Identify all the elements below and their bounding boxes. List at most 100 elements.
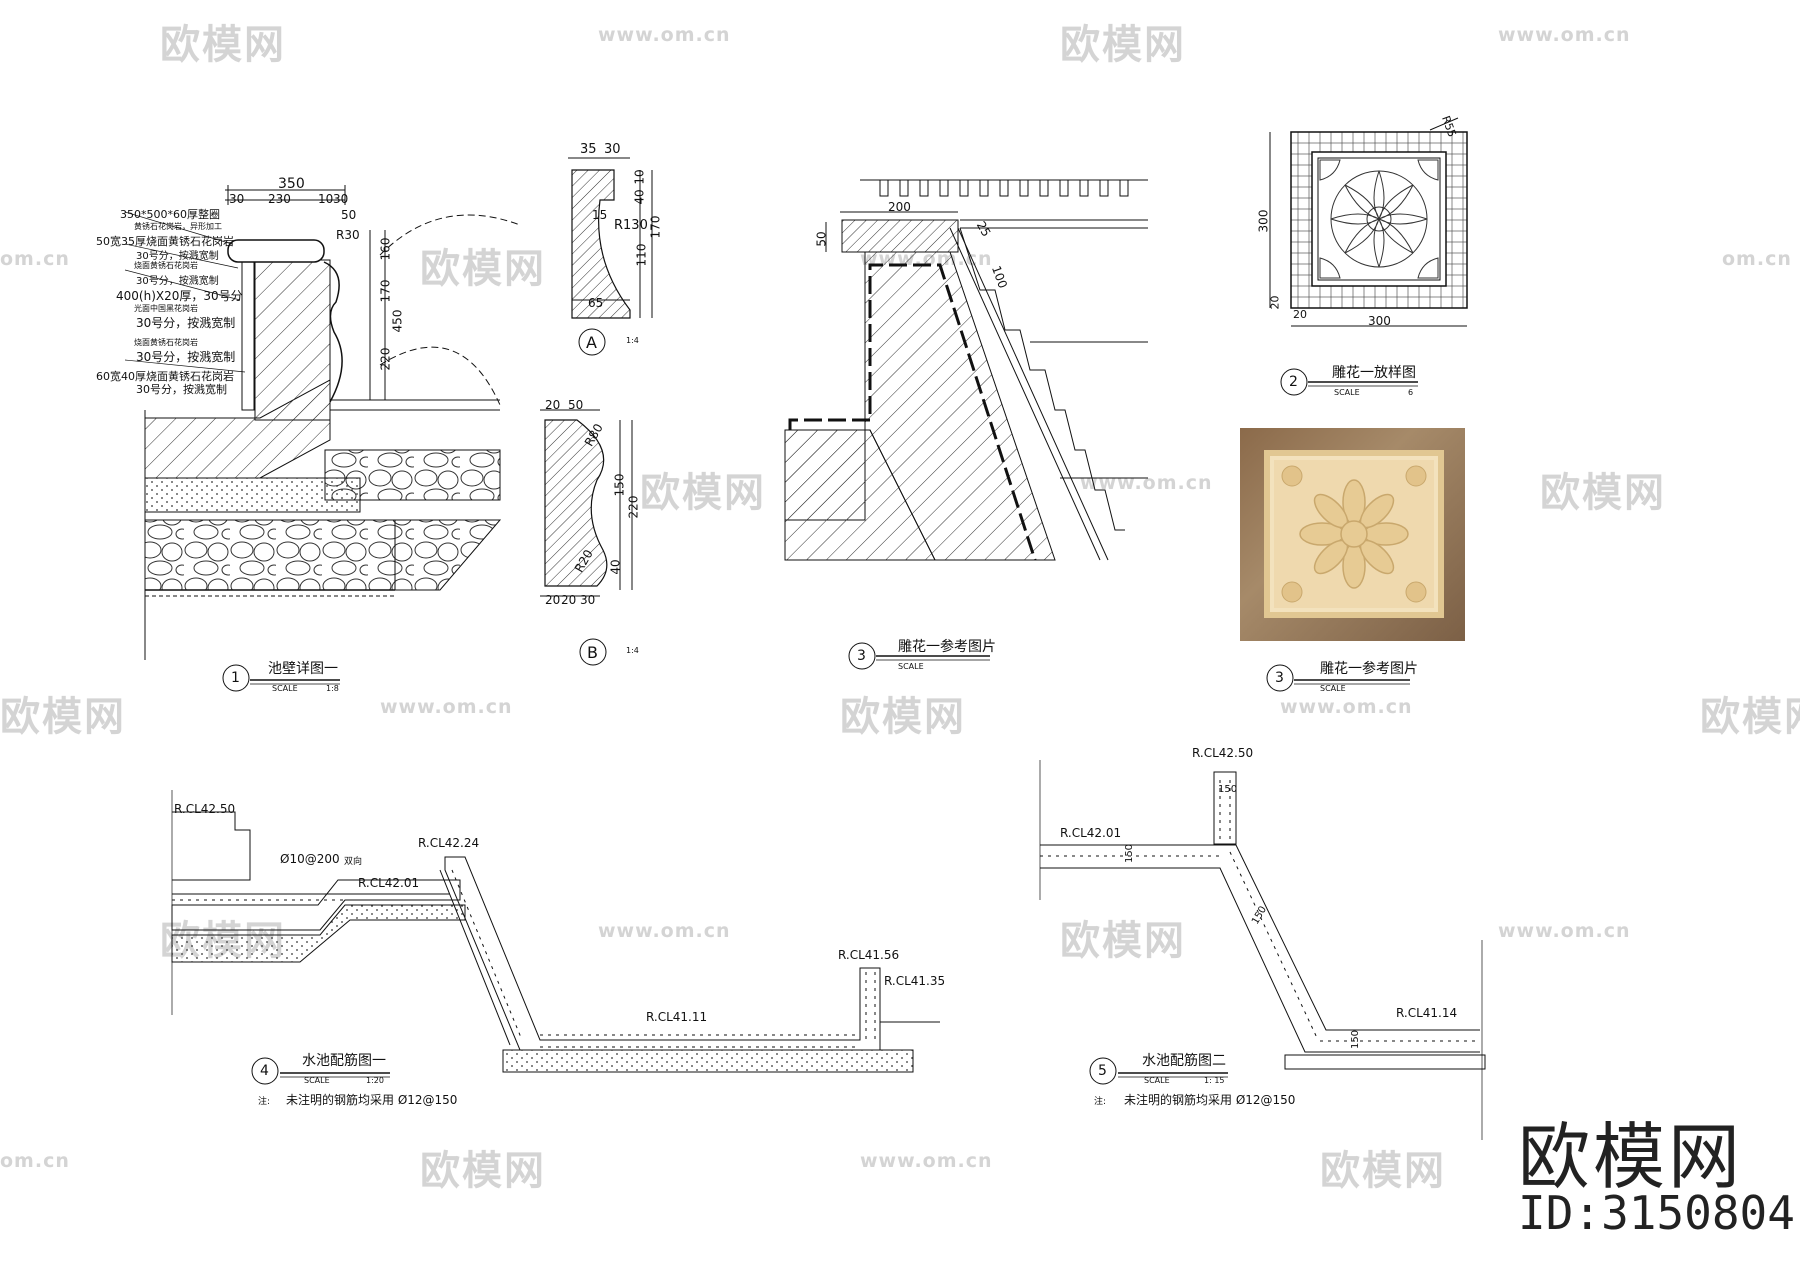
detail-4-level: R.CL42.50 (174, 802, 236, 816)
detail-a-scale: 1:4 (626, 336, 639, 345)
watermark-brand: 欧模网 (1060, 22, 1186, 68)
brand-logo-text: 欧模网 (1518, 1115, 1744, 1199)
detail-4-rebar: Ø10@200 (280, 852, 340, 866)
detail-3a-title: 雕花一参考图片 (898, 639, 996, 655)
detail-1-dim: 170 (378, 279, 393, 303)
carving-tile (1264, 450, 1444, 618)
detail-3a-dim: 50 (814, 231, 829, 247)
detail-4-scale-value: 1:20 (366, 1076, 384, 1085)
detail-1-note: 30号分，按溅宽制 (136, 251, 219, 262)
detail-1-drawing (124, 185, 521, 692)
detail-3a-scale-label: SCALE (898, 662, 924, 671)
detail-1-dim: 30 (333, 192, 349, 206)
watermark-url: www.om.cn (1280, 696, 1413, 718)
watermark-url: om.cn (0, 1150, 70, 1172)
detail-5-title: 水池配筋图二 (1142, 1053, 1226, 1069)
detail-3b-title: 雕花一参考图片 (1320, 661, 1418, 677)
detail-2-title: 雕花一放样图 (1332, 365, 1416, 381)
watermark-brand: 欧模网 (160, 22, 286, 68)
detail-4-title: 水池配筋图一 (302, 1053, 386, 1069)
detail-1-scale-value: 1:8 (326, 684, 339, 693)
detail-5-drawing (1039, 760, 1486, 1140)
detail-1-dim: R30 (336, 228, 360, 242)
detail-5-level: R.CL41.14 (1396, 1006, 1458, 1020)
detail-5-level: R.CL42.01 (1060, 826, 1122, 840)
detail-2-scale-value: 6 (1408, 388, 1414, 397)
detail-2-number: 2 (1289, 374, 1298, 390)
detail-b-dim: 30 (580, 593, 596, 607)
watermark-url: www.om.cn (380, 696, 513, 718)
detail-1-note: 30号分，按溅宽制 (136, 316, 236, 330)
watermark-brand: 欧模网 (1060, 918, 1186, 964)
detail-a-dim: 10 (632, 169, 647, 185)
detail-1-note: 黄锈石花岗岩，异形加工 (134, 222, 222, 231)
detail-5-scale-label: SCALE (1144, 1076, 1170, 1085)
detail-2-dim: 300 (1256, 209, 1271, 233)
detail-1-note: 30号分，按溅宽制 (136, 350, 236, 364)
detail-5-number: 5 (1098, 1063, 1107, 1079)
detail-3a-dim: 200 (888, 200, 911, 214)
detail-1-dim: 350 (278, 176, 305, 192)
detail-a-dim: 170 (648, 215, 663, 239)
detail-1-dim: 220 (378, 347, 393, 371)
detail-1-note: 光面中国黑花岗岩 (134, 304, 198, 313)
detail-a-dim: R130 (614, 218, 648, 233)
detail-5-note-prefix: 注: (1094, 1097, 1107, 1107)
detail-4-level: R.CL42.01 (358, 876, 420, 890)
watermark-url: www.om.cn (598, 920, 731, 942)
detail-1-dim: 10 (318, 192, 334, 206)
detail-a-dim: 15 (592, 208, 608, 222)
detail-1-note: 400(h)X20厚，30号分 (116, 289, 243, 303)
detail-5-scale-value: 1: 15 (1204, 1076, 1225, 1085)
detail-b-dim: 20 (545, 398, 561, 412)
detail-1-dim: 450 (390, 309, 405, 333)
detail-b-dim: 40 (608, 559, 623, 575)
detail-5-level: R.CL42.50 (1192, 746, 1254, 760)
watermark-url: om.cn (0, 248, 70, 270)
detail-1-note: 60宽40厚烧面黄锈石花岗岩 (96, 370, 234, 383)
detail-5-dim: 150 (1218, 784, 1238, 795)
watermark-url: om.cn (1722, 248, 1792, 270)
detail-b-scale: 1:4 (626, 646, 639, 655)
detail-a-label: A (586, 333, 597, 352)
detail-b-dim: 20 (545, 593, 561, 607)
detail-2-dim: 300 (1368, 314, 1391, 328)
detail-b-drawing (540, 409, 633, 666)
detail-a-dim: 110 (634, 243, 649, 267)
watermark-brand: 欧模网 (0, 694, 126, 740)
watermark-url: www.om.cn (1498, 920, 1631, 942)
detail-1-dim: 230 (268, 192, 291, 206)
detail-3b-number: 3 (1275, 670, 1284, 686)
detail-4-level: R.CL41.11 (646, 1010, 708, 1024)
watermark-url: www.om.cn (1498, 24, 1631, 46)
detail-4-level: R.CL42.24 (418, 836, 480, 850)
detail-1-dim: 50 (341, 208, 357, 222)
watermark-brand: 欧模网 (1320, 1148, 1446, 1194)
watermark-brand: 欧模网 (1540, 470, 1666, 516)
detail-2-dim: 20 (1268, 295, 1282, 310)
carved-flower-icon (1281, 465, 1427, 603)
watermark-brand: 欧模网 (840, 694, 966, 740)
detail-1-note: 30号分，按溅宽制 (136, 276, 219, 287)
watermark-brand: 欧模网 (420, 1148, 546, 1194)
detail-4-number: 4 (260, 1063, 269, 1079)
detail-3b-marker (1266, 664, 1410, 692)
detail-5-dim: 150 (1350, 1029, 1362, 1050)
detail-3b-scale-label: SCALE (1320, 684, 1346, 693)
detail-1-dim: 30 (229, 192, 245, 206)
detail-a-dim: 35 (580, 142, 597, 157)
detail-2-scale-label: SCALE (1334, 388, 1360, 397)
detail-4-note-prefix: 注: (258, 1097, 271, 1107)
detail-1-number: 1 (231, 670, 240, 686)
detail-4-rebar-dir: 双向 (344, 857, 363, 867)
detail-b-dim: 150 (612, 473, 627, 497)
detail-1-note: 50宽35厚烧面黄锈石花岗岩 (96, 235, 234, 248)
detail-2-dim: 20 (1293, 308, 1307, 321)
detail-3a-number: 3 (857, 648, 866, 664)
carving-reference-photo (1240, 428, 1465, 641)
watermark-brand: 欧模网 (420, 246, 546, 292)
watermark-brand: 欧模网 (640, 470, 766, 516)
detail-b-dim: 220 (626, 495, 641, 519)
detail-a-dim: 40 (632, 189, 647, 205)
